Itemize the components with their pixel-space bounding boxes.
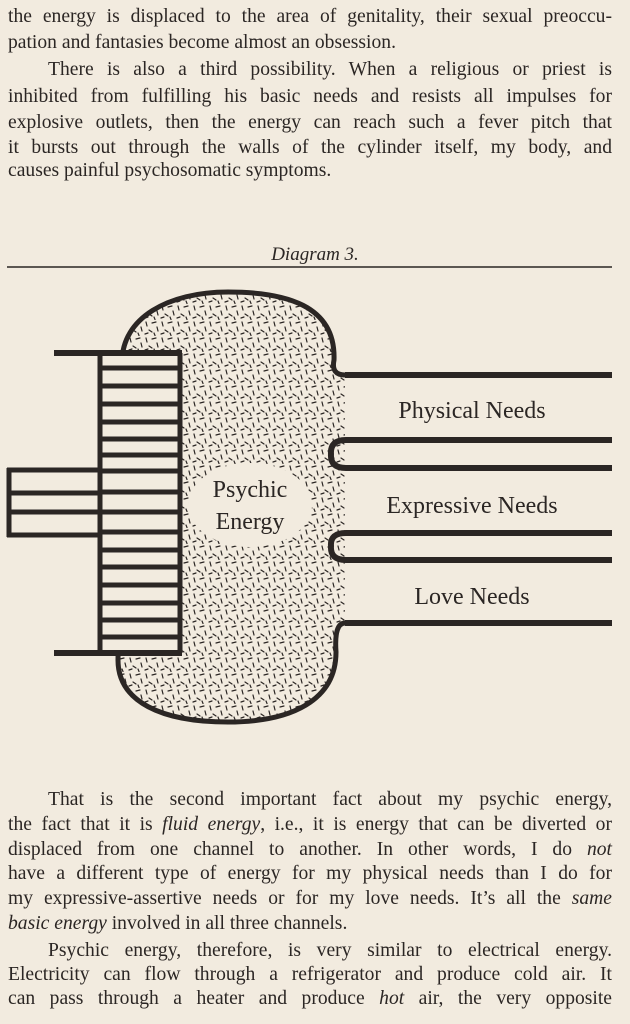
text: , i.e., it is energy that can be diverte… <box>260 814 612 835</box>
text-line: basic energy involved in all three chann… <box>8 911 612 937</box>
physical-needs-label: Physical Needs <box>398 398 545 424</box>
text-line: That is the second important fact about … <box>48 789 612 810</box>
text: the fact that it is <box>8 814 163 835</box>
emphasis: not <box>586 839 612 860</box>
emphasis: fluid energy <box>162 814 261 835</box>
text-line: causes painful psychosomatic symptoms. <box>8 160 332 181</box>
text: air, the very opposite <box>404 988 612 1009</box>
channels <box>327 372 612 626</box>
label-clearing <box>188 463 312 547</box>
text: displaced from one channel to another. I… <box>8 839 587 860</box>
psychic-label: Psychic <box>213 477 288 503</box>
text-line: it bursts out through the walls of the c… <box>8 137 612 158</box>
emphasis: hot <box>379 988 405 1009</box>
text-line: explosive outlets, then the energy can r… <box>8 112 612 133</box>
text-line: can pass through a heater and produce ho… <box>8 986 612 1012</box>
text-line: Electricity can flow through a refrigera… <box>8 964 612 985</box>
text-line: pation and fantasies become almost an ob… <box>8 32 396 53</box>
text-line: have a different type of energy for my p… <box>8 863 612 884</box>
diagram-caption: Diagram 3. <box>270 244 359 265</box>
text: involved in all three channels. <box>106 913 348 934</box>
energy-label: Energy <box>216 509 285 535</box>
text-line: the energy is displaced to the area of g… <box>8 6 612 27</box>
diagram-3: Diagram 3. <box>6 244 612 725</box>
text-line: Psychic energy, therefore, is very simil… <box>48 940 612 961</box>
text: my expressive-assertive needs or for my … <box>8 888 572 909</box>
emphasis: basic energy <box>8 913 107 934</box>
expressive-needs-label: Expressive Needs <box>386 493 557 519</box>
ladder-structure <box>6 350 183 656</box>
text-line: displaced from one channel to another. I… <box>8 837 612 863</box>
text-line: inhibited from fulfilling his basic need… <box>8 86 612 107</box>
text-line: my expressive-assertive needs or for my … <box>8 886 612 912</box>
text-line: There is also a third possibility. When … <box>48 59 612 80</box>
text: can pass through a heater and produce <box>8 988 380 1009</box>
love-needs-label: Love Needs <box>414 584 529 610</box>
emphasis: same <box>571 888 612 909</box>
text-line: the fact that it is fluid energy, i.e., … <box>8 812 612 838</box>
